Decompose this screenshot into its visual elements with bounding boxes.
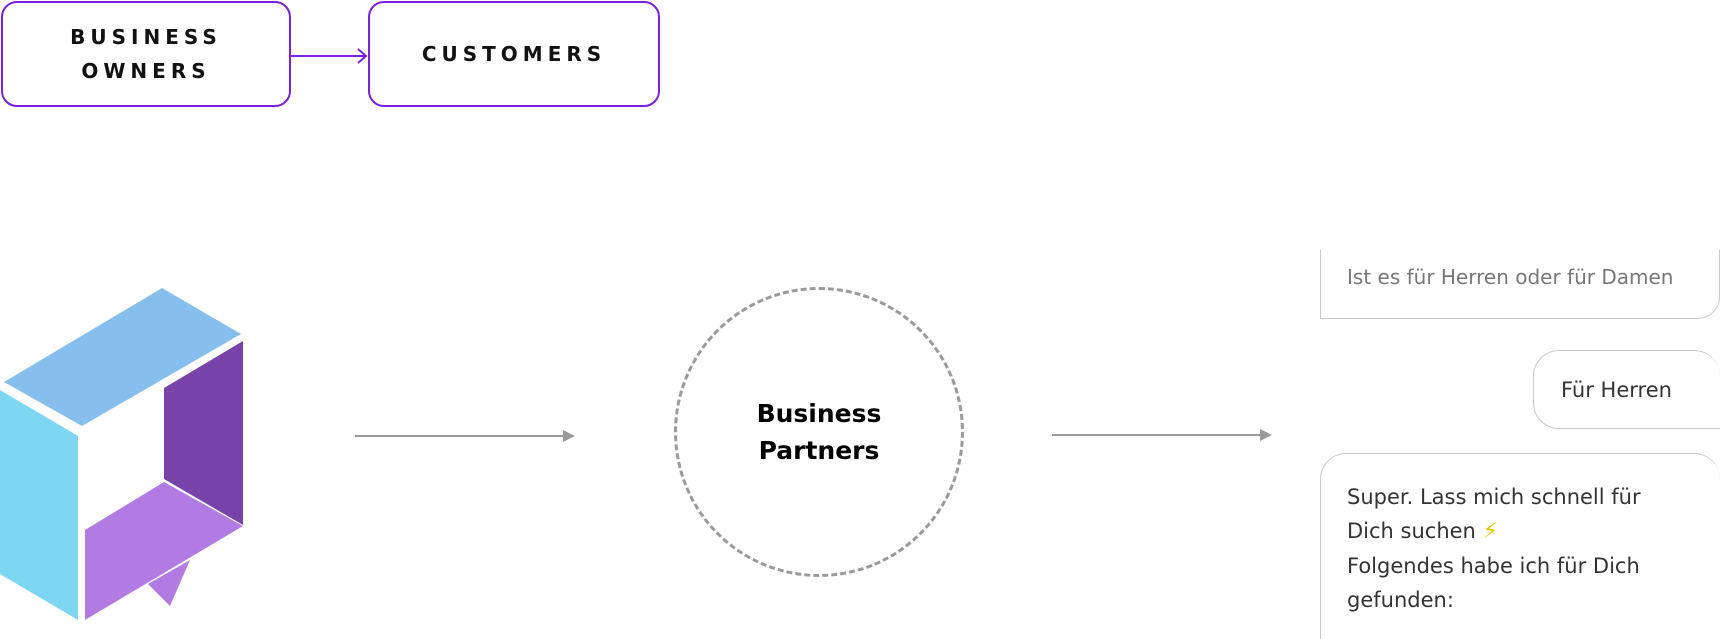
chat-bubble-result: Super. Lass mich schnell für Dich suchen… bbox=[1320, 453, 1720, 639]
chat-question-text: Ist es für Herren oder für Damen bbox=[1347, 265, 1674, 289]
chat-bubble-answer: Für Herren bbox=[1533, 350, 1720, 429]
business-owners-button[interactable]: BUSINESS OWNERS bbox=[1, 1, 291, 107]
chat-result-line-2-wrap: Dich suchen ⚡ bbox=[1347, 514, 1710, 549]
customers-label: CUSTOMERS bbox=[421, 42, 607, 66]
business-owners-label: BUSINESS OWNERS bbox=[70, 25, 222, 83]
chat-result-line-3: Folgendes habe ich für Dich bbox=[1347, 554, 1640, 578]
chat-bubble-question: Ist es für Herren oder für Damen bbox=[1320, 250, 1720, 319]
lightning-bolt-icon: ⚡ bbox=[1482, 519, 1499, 544]
flow-arrow-left-icon bbox=[355, 430, 575, 442]
customers-button[interactable]: CUSTOMERS bbox=[368, 1, 660, 107]
cube-chat-logo-icon bbox=[0, 288, 243, 620]
chat-result-line-2: Dich suchen bbox=[1347, 519, 1476, 543]
business-partners-node: Business Partners bbox=[674, 287, 964, 577]
chat-result-line-4: gefunden: bbox=[1347, 588, 1454, 612]
flow-arrow-right-icon bbox=[1052, 429, 1272, 441]
business-partners-label: Business Partners bbox=[756, 399, 882, 465]
chat-result-line-1: Super. Lass mich schnell für bbox=[1347, 485, 1641, 509]
chat-answer-text: Für Herren bbox=[1561, 377, 1672, 402]
toggle-arrow-icon bbox=[290, 48, 368, 64]
